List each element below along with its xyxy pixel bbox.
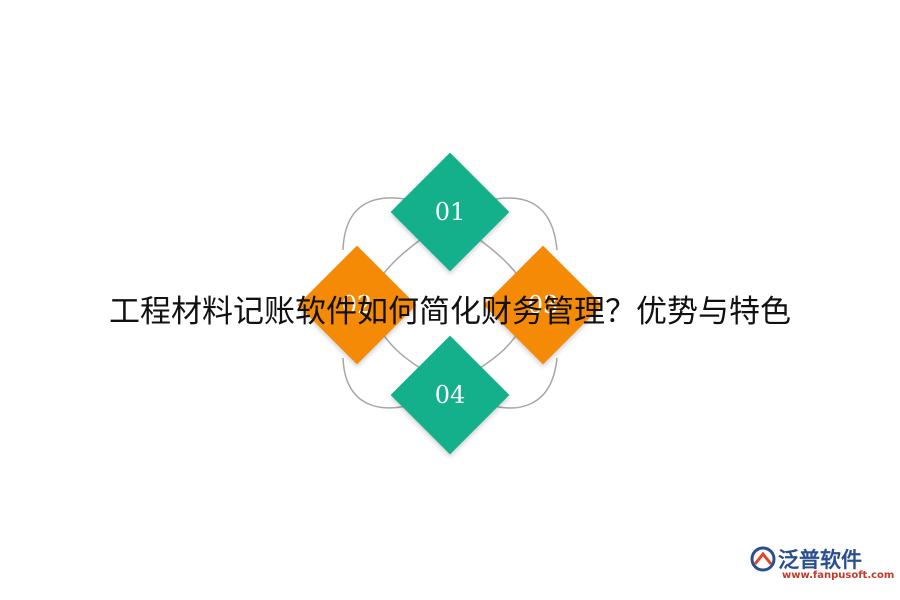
brand-logo[interactable]: 泛普软件 www.fanpusoft.com <box>748 544 894 584</box>
step-number: 01 <box>434 198 466 226</box>
step-diamond-04: 04 <box>390 335 510 455</box>
step-number: 03 <box>527 291 559 319</box>
inner-ring <box>379 239 521 369</box>
step-diamond-03: 03 <box>483 245 603 365</box>
page-title: 工程材料记账软件如何简化财务管理？优势与特色 <box>109 294 791 330</box>
step-diamond-02: 02 <box>297 245 417 365</box>
step-number: 02 <box>341 291 373 319</box>
outer-loop-top <box>342 197 558 251</box>
logo-icon <box>750 546 776 572</box>
step-number: 04 <box>434 381 466 409</box>
logo-url: www.fanpusoft.com <box>782 570 895 581</box>
logo-name: 泛普软件 <box>778 548 862 572</box>
step-diamond-01: 01 <box>390 152 510 272</box>
